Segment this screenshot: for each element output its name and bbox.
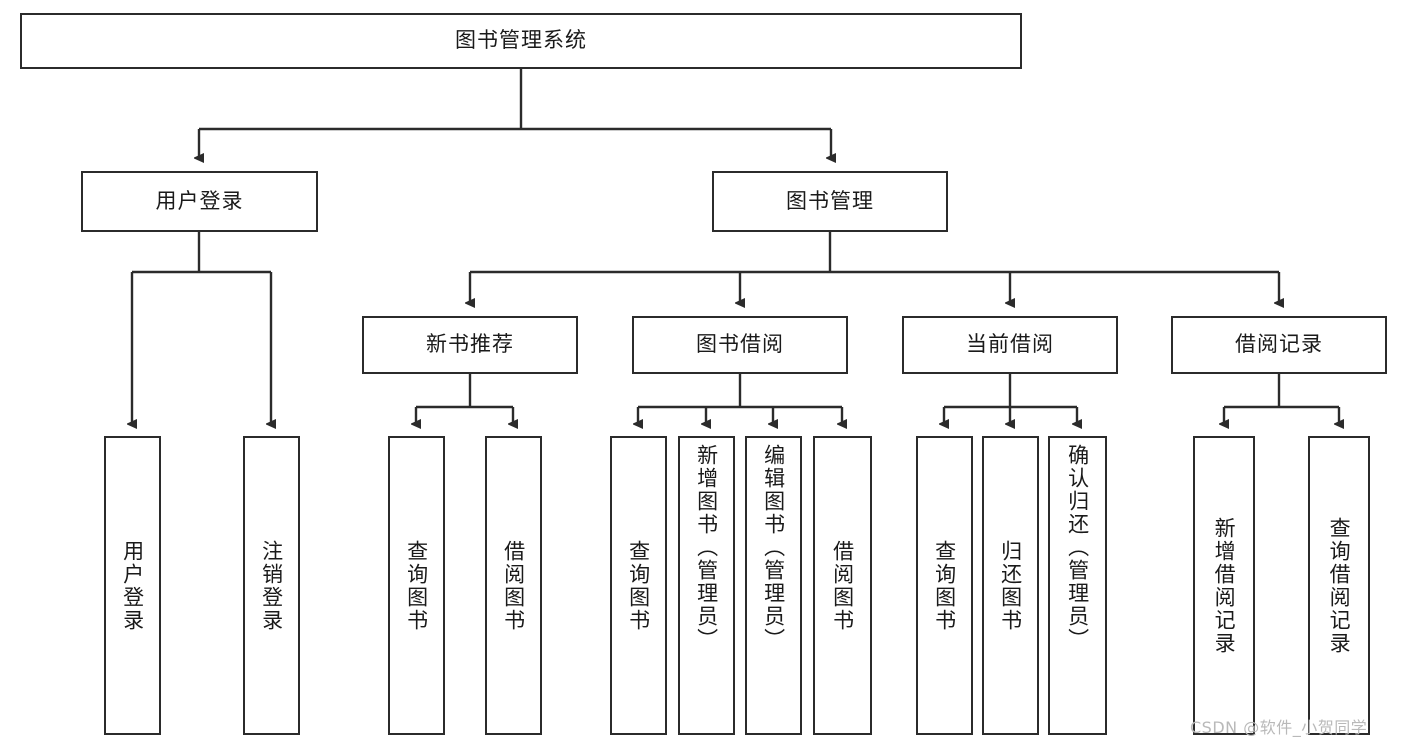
node-leaf-query-borrow-record-label: 查询借阅记录 bbox=[1327, 516, 1352, 655]
node-leaf-return-book[interactable]: 归还图书 bbox=[982, 436, 1039, 735]
node-leaf-query-book-recommend[interactable]: 查询图书 bbox=[388, 436, 445, 735]
node-new-book-recommend[interactable]: 新书推荐 bbox=[362, 316, 578, 374]
node-book-manage[interactable]: 图书管理 bbox=[712, 171, 948, 232]
node-leaf-query-book-current[interactable]: 查询图书 bbox=[916, 436, 973, 735]
node-borrow-record-label: 借阅记录 bbox=[1235, 332, 1323, 357]
node-leaf-return-book-label: 归还图书 bbox=[998, 539, 1023, 632]
node-leaf-confirm-return-admin[interactable]: 确认归还（管理员） bbox=[1048, 436, 1107, 735]
node-leaf-user-logout-label: 注销登录 bbox=[259, 539, 284, 632]
node-leaf-user-logout[interactable]: 注销登录 bbox=[243, 436, 300, 735]
node-leaf-borrow-book-label: 借阅图书 bbox=[830, 539, 855, 632]
node-book-borrow-label: 图书借阅 bbox=[696, 332, 784, 357]
node-user-login[interactable]: 用户登录 bbox=[81, 171, 318, 232]
node-root-label: 图书管理系统 bbox=[455, 28, 587, 53]
node-leaf-add-book-admin[interactable]: 新增图书（管理员） bbox=[678, 436, 735, 735]
node-leaf-add-book-admin-label: 新增图书（管理员） bbox=[694, 444, 719, 651]
node-leaf-edit-book-admin[interactable]: 编辑图书（管理员） bbox=[745, 436, 802, 735]
watermark-text: CSDN @软件_小贺同学 bbox=[1190, 718, 1368, 737]
node-leaf-borrow-book[interactable]: 借阅图书 bbox=[813, 436, 872, 735]
node-leaf-user-login[interactable]: 用户登录 bbox=[104, 436, 161, 735]
node-borrow-record[interactable]: 借阅记录 bbox=[1171, 316, 1387, 374]
node-leaf-borrow-book-recommend-label: 借阅图书 bbox=[501, 539, 526, 632]
node-leaf-query-book-recommend-label: 查询图书 bbox=[404, 539, 429, 632]
node-leaf-query-book-borrow[interactable]: 查询图书 bbox=[610, 436, 667, 735]
node-leaf-add-borrow-record[interactable]: 新增借阅记录 bbox=[1193, 436, 1255, 735]
node-leaf-query-book-borrow-label: 查询图书 bbox=[626, 539, 651, 632]
node-book-borrow[interactable]: 图书借阅 bbox=[632, 316, 848, 374]
node-leaf-add-borrow-record-label: 新增借阅记录 bbox=[1212, 516, 1237, 655]
node-book-manage-label: 图书管理 bbox=[786, 188, 874, 213]
node-user-login-label: 用户登录 bbox=[155, 188, 244, 213]
node-new-book-recommend-label: 新书推荐 bbox=[426, 332, 514, 357]
node-leaf-edit-book-admin-label: 编辑图书（管理员） bbox=[761, 444, 786, 651]
node-root[interactable]: 图书管理系统 bbox=[20, 13, 1022, 69]
node-leaf-query-book-current-label: 查询图书 bbox=[932, 539, 957, 632]
node-leaf-confirm-return-admin-label: 确认归还（管理员） bbox=[1065, 444, 1090, 651]
node-leaf-user-login-label: 用户登录 bbox=[120, 539, 145, 632]
node-current-borrow[interactable]: 当前借阅 bbox=[902, 316, 1118, 374]
node-current-borrow-label: 当前借阅 bbox=[966, 332, 1054, 357]
node-leaf-borrow-book-recommend[interactable]: 借阅图书 bbox=[485, 436, 542, 735]
node-leaf-query-borrow-record[interactable]: 查询借阅记录 bbox=[1308, 436, 1370, 735]
